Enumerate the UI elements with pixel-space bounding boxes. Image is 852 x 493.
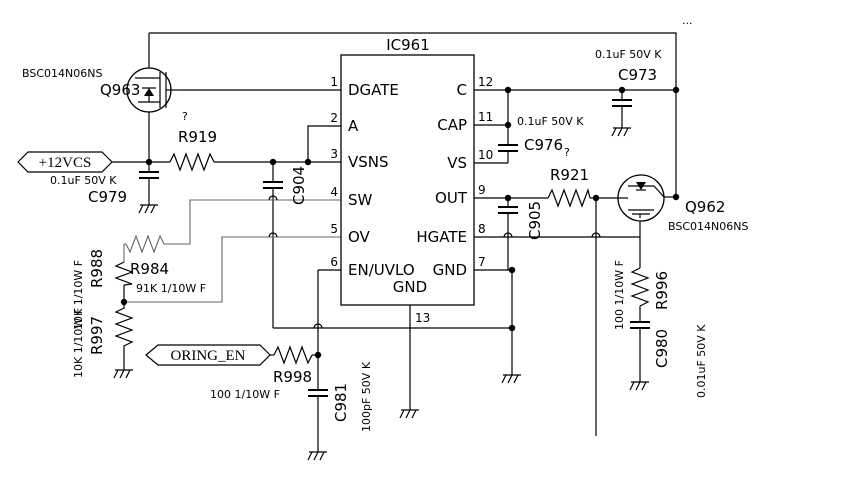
c973-capacitor: 0.1uF 50V K C973 (595, 48, 662, 107)
r998-resistor: R998 100 1/10W F (210, 345, 313, 401)
r988-resistor: R988 10K 1/10W F (72, 249, 134, 330)
r997-resistor: R997 10K 1/10W F (72, 300, 134, 378)
crossovers (268, 195, 601, 329)
ground-icon (501, 374, 521, 384)
c976-mark: ? (564, 146, 570, 159)
pin-name: OUT (435, 189, 468, 207)
r996-ref: R996 (653, 271, 671, 310)
pin-name: C (457, 81, 467, 99)
pin-number: 12 (478, 75, 493, 89)
corner-mark: ... (682, 14, 693, 27)
c976-value: 0.1uF 50V K (517, 115, 584, 128)
c981-capacitor: C981 100pF 50V K (308, 361, 373, 432)
ic961: IC961 1 DGATE 2 A 3 VSNS 4 SW 5 OV 6 EN/… (330, 36, 493, 325)
ground-icon (307, 451, 327, 461)
pin-number: 4 (330, 185, 338, 199)
pin-name: GND (433, 261, 467, 279)
c976-capacitor: 0.1uF 50V K C976 ? (498, 115, 584, 163)
c904-ref: C904 (290, 166, 308, 205)
port-label: +12VCS (39, 155, 92, 171)
r921-ref: R921 (550, 166, 589, 184)
q963-part: BSC014N06NS (22, 67, 102, 80)
ground-icon (113, 369, 133, 379)
r996-value: 100 1/10W F (613, 260, 626, 330)
r921-resistor: R921 (547, 166, 591, 208)
pin-name: VS (447, 154, 467, 172)
ground-icon (611, 127, 631, 137)
q963-ref: Q963 (100, 81, 140, 99)
ground-icon (399, 409, 419, 419)
ground-symbols (113, 127, 649, 461)
c980-capacitor: C980 0.01uF 50V K (630, 321, 708, 398)
ground-icon (138, 204, 158, 214)
pin-name: SW (348, 191, 373, 209)
ic-body (340, 54, 475, 306)
q963-mosfet: BSC014N06NS Q963 (22, 67, 180, 113)
r984-ref: R984 (130, 260, 169, 278)
port-oring-en: ORING_EN (145, 344, 271, 366)
pin-name: VSNS (348, 153, 389, 171)
c973-value: 0.1uF 50V K (595, 48, 662, 61)
pin-name: OV (348, 228, 371, 246)
c979-capacitor: 0.1uF 50V K C979 (50, 171, 159, 206)
pin-number: 7 (478, 255, 486, 269)
r988-ref: R988 (88, 249, 106, 288)
r919-resistor: R919 ? (169, 110, 217, 172)
c980-value: 0.01uF 50V K (695, 324, 708, 398)
pin-number: 2 (330, 111, 338, 125)
pin-number: 8 (478, 222, 486, 236)
r984-resistor: R984 91K 1/10W F (124, 234, 206, 295)
wires (112, 32, 677, 452)
pin-number: 11 (478, 110, 493, 124)
r998-ref: R998 (273, 368, 312, 386)
pin-name: CAP (437, 116, 467, 134)
c973-ref: C973 (618, 66, 657, 84)
c979-ref: C979 (88, 188, 127, 206)
r998-value: 100 1/10W F (210, 388, 280, 401)
pin-number: 3 (330, 147, 338, 161)
q962-ref: Q962 (685, 198, 725, 216)
q962-part: BSC014N06NS (668, 220, 748, 233)
c979-value: 0.1uF 50V K (50, 174, 117, 187)
c904-capacitor: C904 (263, 166, 308, 205)
port-shape (17, 151, 113, 173)
c905-capacitor: C905 (498, 201, 544, 240)
pin-number: 5 (330, 222, 338, 236)
pin-number: 13 (415, 311, 430, 325)
junction-dots (120, 86, 680, 359)
ic-label: IC961 (386, 36, 430, 54)
q962-mosfet: Q962 BSC014N06NS (617, 174, 748, 233)
pin-number: 10 (478, 148, 493, 162)
r997-ref: R997 (88, 316, 106, 355)
c976-ref: C976 (524, 136, 563, 154)
port-vcs: +12VCS (17, 151, 113, 173)
pin-name: GND (393, 278, 427, 296)
c905-ref: C905 (526, 201, 544, 240)
r996-resistor: R996 100 1/10W F (613, 260, 671, 330)
pin-number: 9 (478, 183, 486, 197)
c981-value: 100pF 50V K (360, 361, 373, 432)
pin-name: A (348, 117, 359, 135)
r919-ref: R919 (178, 128, 217, 146)
ground-icon (629, 381, 649, 391)
r984-value: 91K 1/10W F (136, 282, 206, 295)
pin-number: 1 (330, 75, 338, 89)
r997-value: 10K 1/10W F (72, 308, 85, 378)
c980-ref: C980 (653, 329, 671, 368)
sense-wires (123, 199, 341, 303)
r988-value: 10K 1/10W F (72, 260, 85, 330)
port-label: ORING_EN (171, 348, 246, 364)
port-shape (145, 344, 271, 366)
c981-ref: C981 (332, 383, 350, 422)
pin-name: DGATE (348, 81, 399, 99)
pin-number: 6 (330, 255, 338, 269)
pin-name: EN/UVLO (348, 261, 415, 279)
pin-name: HGATE (416, 228, 467, 246)
r919-mark: ? (182, 110, 188, 123)
